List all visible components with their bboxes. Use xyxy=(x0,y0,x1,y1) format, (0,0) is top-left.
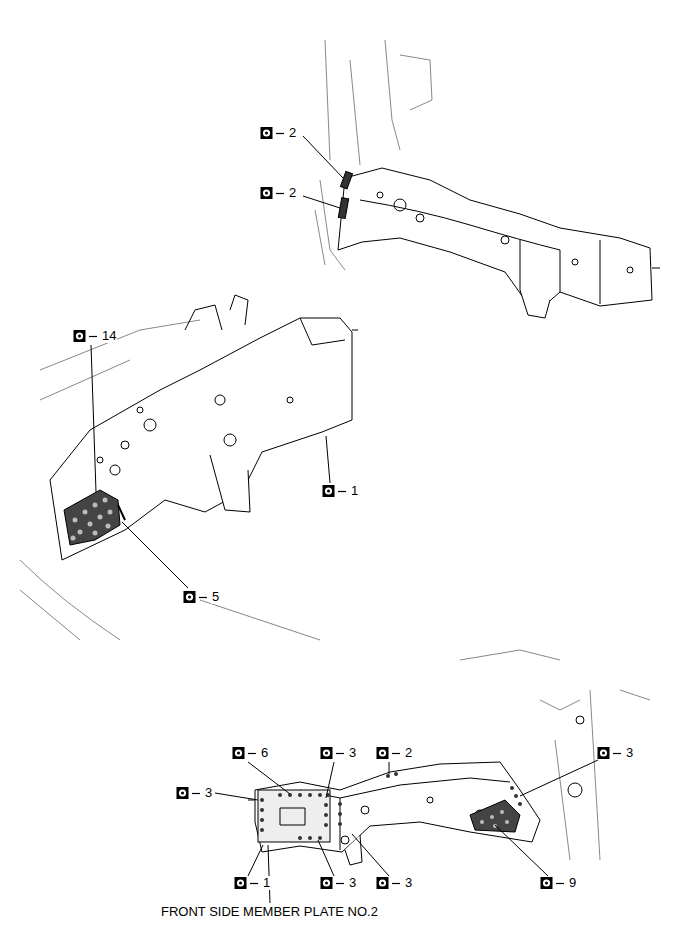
callout: 2 xyxy=(376,746,413,760)
callout-number: 3 xyxy=(204,786,213,800)
weld-symbol xyxy=(597,746,623,760)
callout-number: 3 xyxy=(348,876,357,890)
weld-symbol xyxy=(234,876,260,890)
callout-number: 6 xyxy=(260,746,269,760)
weld-symbol xyxy=(376,876,402,890)
callout: 3 xyxy=(320,876,357,890)
callout-number: 2 xyxy=(288,186,297,200)
callout: 14 xyxy=(73,329,117,343)
weld-symbol xyxy=(73,329,99,343)
callout-number: 14 xyxy=(101,329,117,343)
weld-symbol xyxy=(183,590,209,604)
weld-symbol xyxy=(260,186,286,200)
callout-number: 3 xyxy=(348,746,357,760)
callout: 2 xyxy=(260,126,297,140)
callout: 6 xyxy=(232,746,269,760)
weld-symbol xyxy=(260,126,286,140)
callout-number: 2 xyxy=(288,126,297,140)
callout-number: 9 xyxy=(568,876,577,890)
callout-number: 3 xyxy=(404,876,413,890)
weld-symbol xyxy=(320,876,346,890)
weld-symbol xyxy=(322,484,348,498)
weld-symbol xyxy=(176,786,202,800)
callout-number: 1 xyxy=(262,876,271,890)
callout: 3 xyxy=(376,876,413,890)
part-label: FRONT SIDE MEMBER PLATE NO.2 xyxy=(160,905,379,919)
callout: 2 xyxy=(260,186,297,200)
callout: 3 xyxy=(597,746,634,760)
weld-symbol xyxy=(540,876,566,890)
callout-number: 5 xyxy=(211,590,220,604)
callout-number: 2 xyxy=(404,746,413,760)
callout: 1 xyxy=(234,876,271,890)
callout-number: 3 xyxy=(625,746,634,760)
weld-symbol xyxy=(376,746,402,760)
callout: 1 xyxy=(322,484,359,498)
weld-symbol xyxy=(320,746,346,760)
callout: 9 xyxy=(540,876,577,890)
weld-symbol xyxy=(232,746,258,760)
callout: 3 xyxy=(320,746,357,760)
part-name: FRONT SIDE MEMBER PLATE NO.2 xyxy=(160,905,379,919)
callout-number: 1 xyxy=(350,484,359,498)
callout: 3 xyxy=(176,786,213,800)
callout: 5 xyxy=(183,590,220,604)
